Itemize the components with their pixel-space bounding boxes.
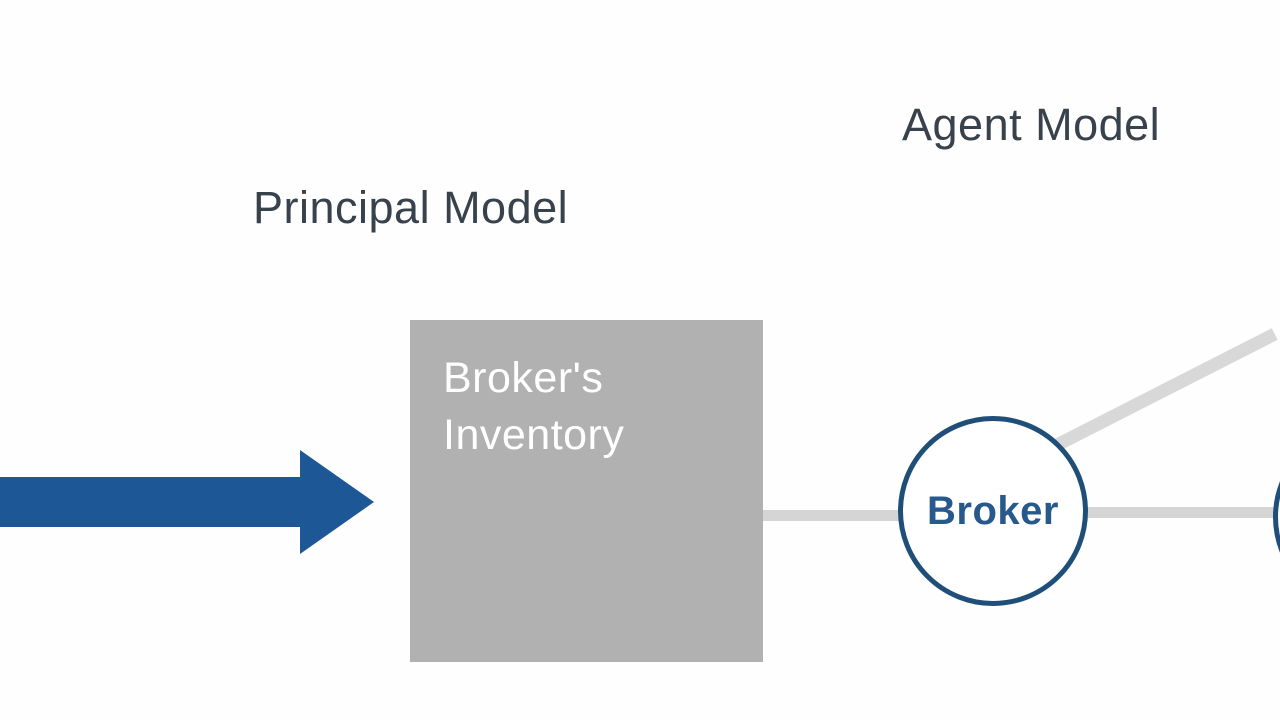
right-arrow-icon [0,450,374,554]
connector-broker-diagonal [1049,328,1278,454]
connector-box-to-broker [762,510,902,521]
broker-circle-node: Broker [898,416,1088,606]
inventory-box-label-line1: Broker's [443,354,604,402]
edge-circle-node [1273,422,1280,612]
agent-model-title: Agent Model [902,99,1161,150]
principal-model-title: Principal Model [253,182,569,233]
broker-node-label: Broker [927,488,1059,533]
inventory-box-node: Broker's Inventory [410,320,763,662]
inventory-box-label-line2: Inventory [443,411,625,459]
connector-broker-to-edge [1085,507,1277,518]
